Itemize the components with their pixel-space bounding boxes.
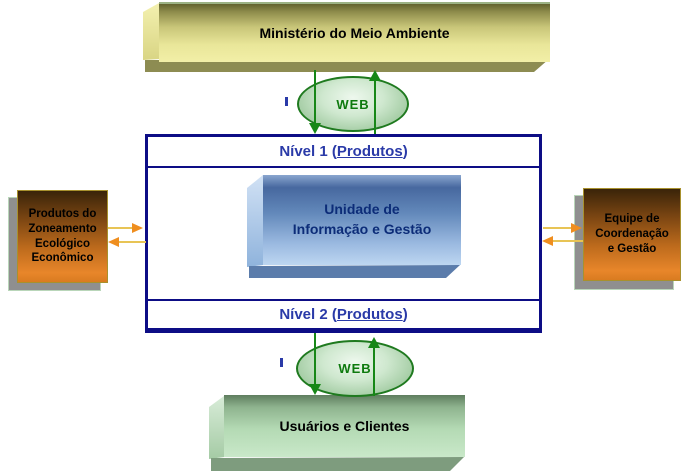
arrow-frame-to-left-shaft [119, 241, 146, 243]
arrow-bottom-down-shaft [314, 333, 316, 385]
arrow-bottom-down-head [309, 384, 321, 395]
arrow-right-to-frame-shaft [553, 240, 583, 242]
arrow-left-to-frame-head [132, 223, 143, 233]
artifact-tick-top [285, 97, 288, 106]
produtos-zee-label: Produtos do Zoneamento Ecológico Econômi… [28, 207, 97, 265]
level2-text: Nível 2 ( [279, 306, 337, 323]
node-unidade-face: Unidade de Informação e Gestão [263, 175, 461, 265]
usuarios-label: Usuários e Clientes [279, 418, 410, 434]
arrow-top-down-shaft [314, 70, 316, 124]
arrow-frame-to-right-shaft [543, 227, 572, 229]
left-bevel [143, 3, 159, 60]
left-bevel [209, 396, 224, 459]
arrow-right-to-frame-head [542, 236, 553, 246]
node-usuarios-face: Usuários e Clientes [224, 395, 465, 457]
node-produtos-zee: Produtos do Zoneamento Ecológico Econômi… [17, 190, 108, 283]
arrow-left-to-frame-shaft [108, 227, 133, 229]
level1-produtos-link[interactable]: Produtos [336, 143, 403, 160]
artifact-tick-bottom [280, 358, 283, 367]
bottom-bevel [211, 457, 464, 471]
equipe-label: Equipe de Coordenação e Gestão [595, 213, 669, 255]
level2-text-close: ) [402, 306, 408, 323]
bottom-bevel [249, 265, 460, 278]
left-bevel [247, 175, 263, 267]
bottom-bevel [145, 59, 549, 72]
unidade-label: Unidade de Informação e Gestão [292, 201, 432, 237]
level2-produtos-link[interactable]: Produtos [336, 306, 403, 323]
arrow-top-up-head [369, 70, 381, 81]
level1-band: Nível 1 (Produtos) [148, 137, 539, 168]
node-usuarios-clientes: Usuários e Clientes [209, 395, 465, 472]
arrow-top-up-shaft [374, 81, 376, 134]
arrow-top-down-head [309, 123, 321, 134]
node-unidade-informacao-gestao: Unidade de Informação e Gestão [247, 174, 462, 278]
arrow-frame-to-left-head [108, 237, 119, 247]
arrow-frame-to-right-head [571, 223, 582, 233]
node-ministerio-face: Ministério do Meio Ambiente [159, 2, 550, 62]
ministerio-label: Ministério do Meio Ambiente [259, 25, 450, 41]
level1-text-close: ) [402, 143, 408, 160]
web-bottom-label: WEB [338, 361, 372, 376]
node-ministerio-meio-ambiente: Ministério do Meio Ambiente [143, 2, 550, 72]
level2-band: Nível 2 (Produtos) [148, 299, 539, 328]
web-top-label: WEB [336, 96, 370, 112]
arrow-bottom-up-head [368, 337, 380, 348]
node-equipe-coordenacao: Equipe de Coordenação e Gestão [583, 188, 681, 281]
arrow-bottom-up-shaft [373, 348, 375, 396]
level1-text: Nível 1 ( [279, 143, 337, 160]
